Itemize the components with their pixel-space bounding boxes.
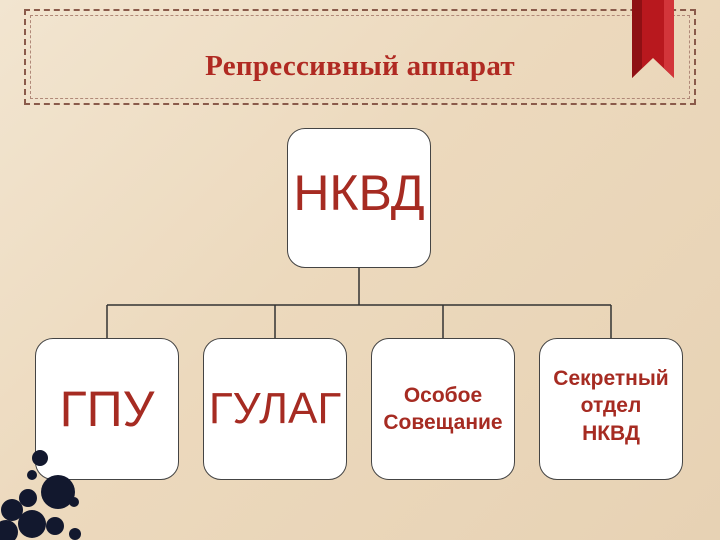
slide-title: Репрессивный аппарат	[205, 50, 515, 82]
node-root-nkvd: НКВД	[287, 128, 431, 268]
node-secret-department: Секретный отдел НКВД	[539, 338, 683, 480]
bookmark-ribbon-icon	[632, 0, 674, 78]
ink-blots-decoration	[0, 450, 81, 540]
title-frame	[24, 9, 696, 105]
node-gpu: ГПУ	[35, 338, 179, 480]
node-gulag: ГУЛАГ	[203, 338, 347, 480]
node-special-council: Особое Совещание	[371, 338, 515, 480]
